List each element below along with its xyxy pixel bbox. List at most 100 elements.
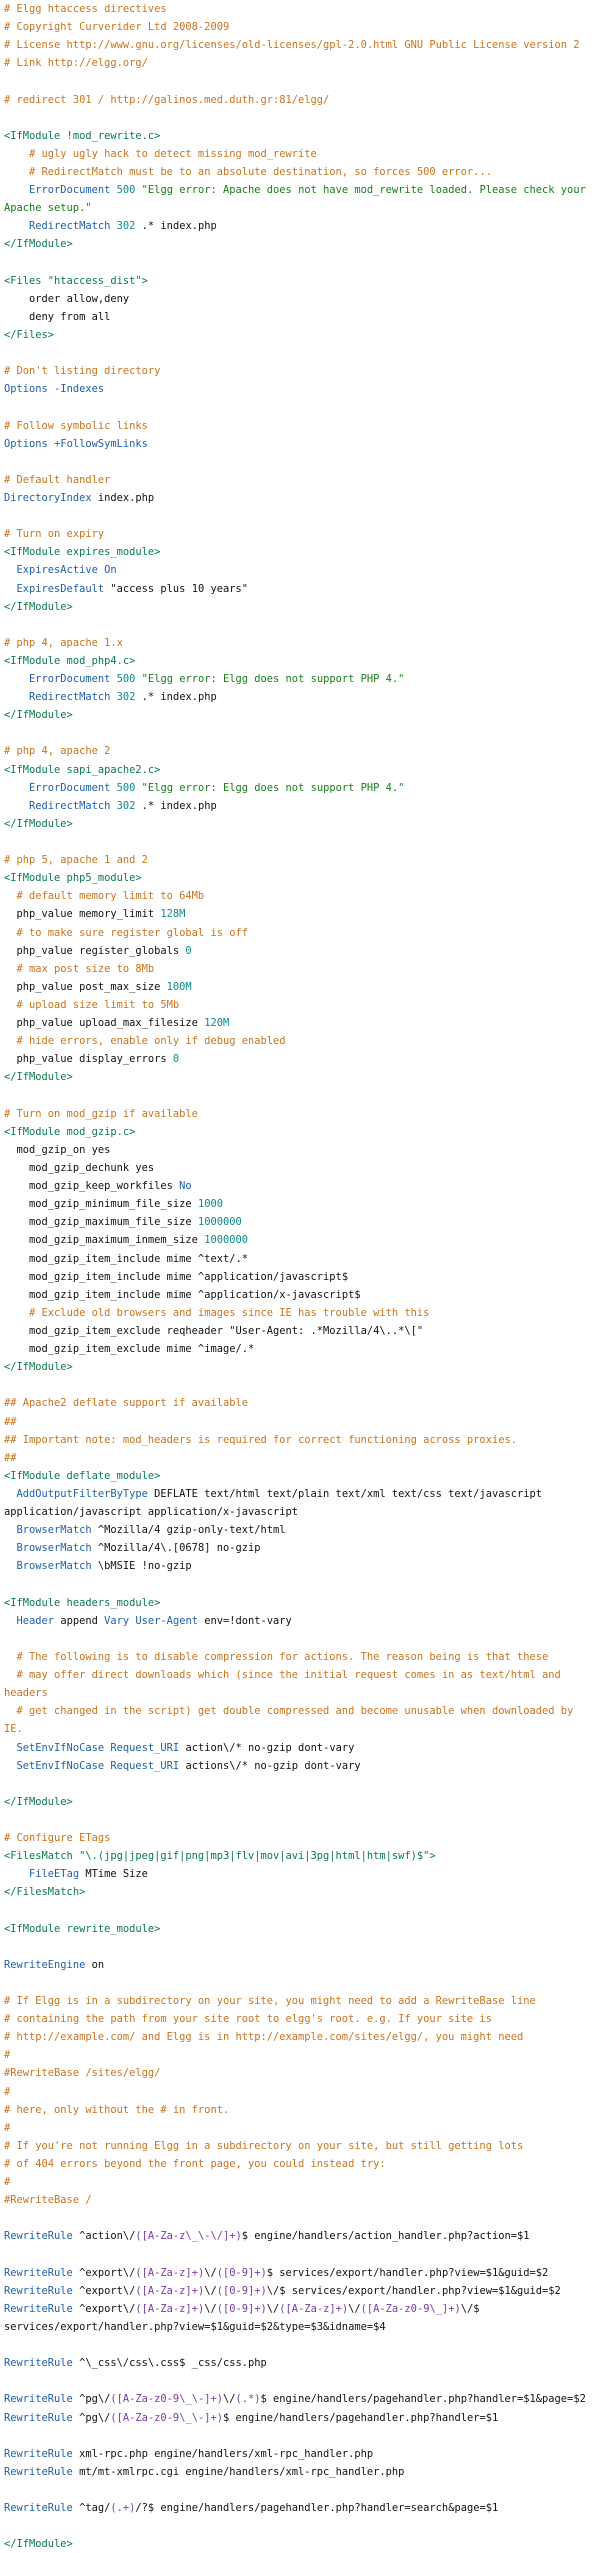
text-token (4, 1651, 17, 1663)
code-line: # hide errors, enable only if debug enab… (4, 1032, 596, 1050)
text-token: php_value display_errors (4, 1053, 173, 1066)
directive-token: RedirectMatch (29, 220, 111, 233)
comment-token: ## (4, 1415, 17, 1428)
text-token: php_value post_max_size (4, 980, 167, 993)
comment-token: # of 404 errors beyond the front page, y… (4, 2158, 386, 2171)
code-line: ## (4, 1413, 596, 1431)
comment-token: # The following is to disable compressio… (16, 1650, 549, 1663)
comment-token: # (4, 2176, 11, 2189)
code-line: ​ (4, 833, 596, 851)
directive-token: RewriteRule (4, 2465, 73, 2478)
code-line: mod_gzip_on yes (4, 1141, 596, 1159)
code-line: RewriteRule ^export\/([A-Za-z]+)\/([0-9]… (4, 2300, 596, 2336)
code-line: <IfModule !mod_rewrite.c> (4, 127, 596, 145)
code-line: ​ (4, 2209, 596, 2227)
text-token: action\/* no-gzip dont-vary (179, 1741, 355, 1754)
text-token (4, 148, 29, 160)
text-token (4, 800, 29, 812)
text-token (4, 1524, 17, 1536)
text-token: \/ (204, 2266, 217, 2279)
code-line: # php 4, apache 2 (4, 742, 596, 760)
code-line: RewriteRule ^action\/([A-Za-z\_\-\/]+)$ … (4, 2227, 596, 2245)
code-line: ​ (4, 1938, 596, 1956)
tag-token: </IfModule> (4, 709, 73, 722)
comment-token: # php 4, apache 1.x (4, 636, 123, 649)
code-line: # Follow symbolic links (4, 417, 596, 435)
code-line: # here, only without the # in front. (4, 2101, 596, 2119)
text-token (4, 1307, 29, 1319)
directive-token: ExpiresDefault (16, 582, 105, 595)
text-token (4, 184, 29, 196)
code-line: ​ (4, 1775, 596, 1793)
code-line: mod_gzip_item_exclude reqheader "User-Ag… (4, 1322, 596, 1340)
code-line: RewriteRule ^pg\/([A-Za-z0-9\_\-]+)$ eng… (4, 2409, 596, 2427)
code-line: # (4, 2046, 596, 2064)
text-token: mod_gzip_dechunk yes (4, 1162, 155, 1174)
comment-token: ## Apache2 deflate support if available (4, 1397, 248, 1410)
code-line: </IfModule> (4, 706, 596, 724)
comment-token: # http://example.com/ and Elgg is in htt… (4, 2031, 524, 2044)
text-token: MTime Size (79, 1868, 148, 1881)
text-token: \/$ services/export/handler.php?view=$1&… (266, 2284, 561, 2297)
code-line: # to make sure register global is off (4, 924, 596, 942)
comment-token: # Exclude old browsers and images since … (29, 1306, 430, 1319)
number-token: 1000 (197, 1198, 223, 1211)
code-line: mod_gzip_keep_workfiles No (4, 1177, 596, 1195)
code-line: ​ (4, 616, 596, 634)
text-token: .* index.php (135, 799, 217, 812)
code-line: <IfModule sapi_apache2.c> (4, 761, 596, 779)
directive-token: RewriteRule (4, 2302, 73, 2315)
code-line: </IfModule> (4, 235, 596, 253)
directive-token: Request_URI (110, 1759, 180, 1772)
text-token: $ services/export/handler.php?view=$1&gu… (266, 2266, 549, 2279)
tag-token: <IfModule !mod_rewrite.c> (4, 129, 161, 142)
code-line: deny from all (4, 308, 596, 326)
text-token (4, 691, 29, 703)
text-token: ^\_css\/css\.css$ _css/css.php (72, 2357, 267, 2370)
string-token: "Elgg error: Apache does not have mod_re… (4, 184, 593, 215)
directive-token: Options (4, 383, 48, 396)
code-line: # RedirectMatch must be to an absolute d… (4, 163, 596, 181)
directive-token: RedirectMatch (29, 691, 111, 704)
code-line: # Don't listing directory (4, 362, 596, 380)
directive-token: RewriteEngine (4, 1958, 86, 1971)
number-token: 128M (160, 908, 186, 921)
code-line: RedirectMatch 302 .* index.php (4, 217, 596, 235)
code-line: <IfModule mod_php4.c> (4, 652, 596, 670)
text-token: mod_gzip_on yes (4, 1143, 111, 1156)
text-token: ^export\/ (72, 2266, 136, 2279)
directive-token: FileETag (29, 1868, 80, 1881)
directive-token: SetEnvIfNoCase (16, 1741, 105, 1754)
code-line: </IfModule> (4, 2535, 596, 2553)
directive-token: RewriteRule (4, 2393, 73, 2406)
text-token: ^pg\/ (72, 2393, 111, 2406)
text-token: \/ (222, 2393, 236, 2406)
text-token: \/ (204, 2302, 217, 2315)
text-token (4, 673, 29, 685)
directive-token: -Indexes (54, 383, 105, 396)
directive-token: RedirectMatch (29, 799, 111, 812)
comment-token: # Default handler (4, 473, 111, 486)
directive-token: BrowserMatch (16, 1542, 92, 1555)
text-token: order allow,deny (4, 292, 130, 305)
directive-token: No (179, 1180, 192, 1193)
code-line: # containing the path from your site roo… (4, 2010, 596, 2028)
code-line: <IfModule rewrite_module> (4, 1920, 596, 1938)
comment-token: # may offer direct downloads which (sinc… (4, 1669, 568, 1700)
comment-token: # get changed in the script) get double … (4, 1705, 580, 1736)
text-token (4, 927, 17, 939)
text-token (4, 890, 17, 902)
code-line: ​ (4, 1087, 596, 1105)
text-token: mod_gzip_item_include mime ^application/… (4, 1288, 361, 1301)
text-token: \bMSIE !no-gzip (91, 1560, 192, 1573)
directive-token: RewriteRule (4, 2230, 73, 2243)
tag-token: <IfModule headers_module> (4, 1596, 161, 1609)
directive-token: Request_URI (110, 1741, 180, 1754)
regex-token: ([A-Za-z0-9\_]+) (360, 2302, 461, 2315)
code-line: ​ (4, 1630, 596, 1648)
comment-token: # upload size limit to 5Mb (16, 999, 180, 1012)
code-line: mod_gzip_dechunk yes (4, 1159, 596, 1177)
text-token: ^Mozilla/4\.[0678] no-gzip (91, 1542, 261, 1555)
code-line: RewriteRule xml-rpc.php engine/handlers/… (4, 2445, 596, 2463)
text-token: .* index.php (135, 220, 217, 233)
